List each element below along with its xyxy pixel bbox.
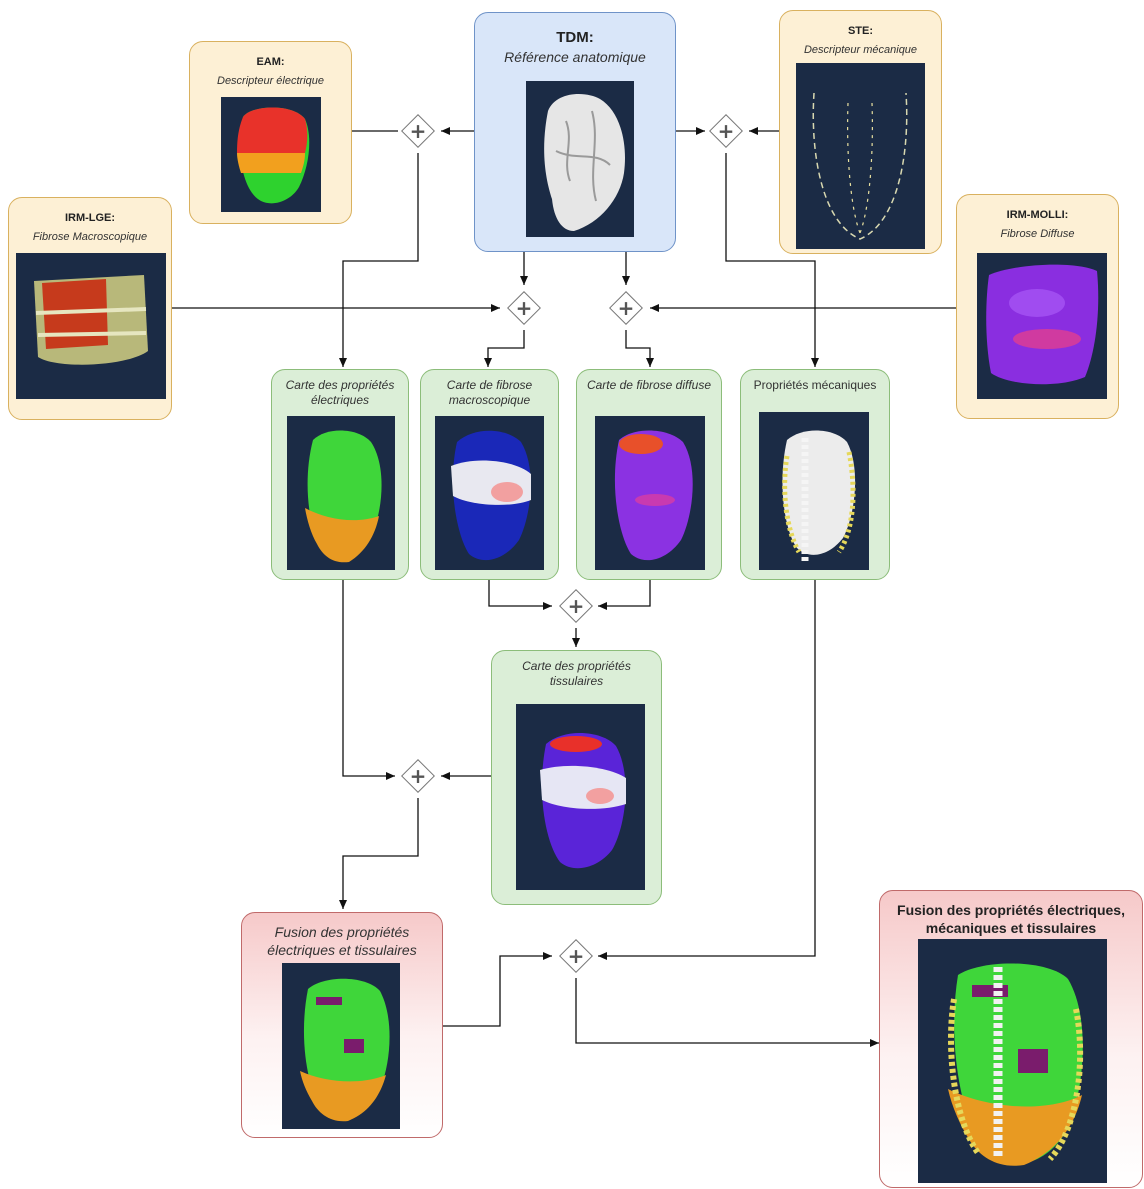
irm-molli-image [977,253,1107,399]
arrow-plus4-to-fibrose-diffuse [625,330,654,367]
ste-contour-image [796,63,925,249]
node-fusion-elec-tissu-label: Fusion des propriétés électriques et tis… [267,924,417,958]
carte-tissulaire-image [516,704,645,890]
eam-heart-image [221,97,321,212]
arrow-macro-to-plus5 [488,580,552,610]
node-carte-electrique-label: Carte des propriétés électriques [285,378,395,407]
arrow-plus1-to-carte-elec [339,153,419,367]
node-carte-fibrose-macro-label: Carte de fibrose macroscopique [446,378,533,407]
node-carte-fibrose-diffuse-label: Carte de fibrose diffuse [586,378,712,392]
node-carte-tissulaire-label: Carte des propriétés tissulaires [522,659,631,688]
node-carte-tissulaire: Carte des propriétés tissulaires [491,650,662,905]
carte-fibrose-diffuse-image [595,416,705,570]
node-proprietes-mecaniques-label: Propriétés mécaniques [753,378,877,392]
irm-lge-image [16,253,166,399]
node-tdm: TDM: Référence anatomique [474,12,676,252]
node-carte-electrique: Carte des propriétés électriques [271,369,409,580]
node-tdm-title: TDM: [556,29,594,46]
node-carte-fibrose-macro: Carte de fibrose macroscopique [420,369,559,580]
proprietes-mecaniques-image [759,412,869,570]
arrow-plus6-to-fusion1 [339,798,419,909]
node-eam-title: EAM: [256,56,285,68]
fusion-elec-tissu-image [282,963,400,1129]
node-eam: EAM: Descripteur électrique [189,41,352,224]
node-fusion-elec-tissu: Fusion des propriétés électriques et tis… [241,912,443,1138]
node-irm-molli-title: IRM-MOLLI: [1006,209,1069,221]
arrow-elec-to-plus6 [342,580,395,780]
node-proprietes-mecaniques: Propriétés mécaniques [740,369,890,580]
node-irm-lge-title: IRM-LGE: [64,212,116,224]
node-fusion-finale-label: Fusion des propriétés électriques, mécan… [897,902,1125,936]
node-ste-title: STE: [847,25,874,37]
carte-fibrose-macro-image [435,416,544,570]
carte-electrique-image [287,416,395,570]
node-irm-lge-subtitle: Fibrose Macroscopique [32,231,148,243]
node-irm-molli-subtitle: Fibrose Diffuse [1000,228,1075,240]
node-irm-lge: IRM-LGE: Fibrose Macroscopique [8,197,172,420]
arrow-plus2-to-meca [725,153,819,367]
node-ste: STE: Descripteur mécanique [779,10,942,254]
arrow-diffuse-to-plus5 [598,580,651,610]
arrow-plus3-to-fibrose-macro [484,330,525,367]
node-fusion-finale: Fusion des propriétés électriques, mécan… [879,890,1143,1188]
fusion-finale-image [918,939,1107,1183]
node-tdm-subtitle: Référence anatomique [504,49,646,65]
node-carte-fibrose-diffuse: Carte de fibrose diffuse [576,369,722,580]
arrow-meca-to-plus7 [598,580,816,960]
arrow-plus7-to-final [575,978,879,1047]
node-eam-subtitle: Descripteur électrique [217,75,324,87]
arrow-fusion1-to-plus7 [443,952,552,1027]
node-ste-subtitle: Descripteur mécanique [803,44,918,56]
node-irm-molli: IRM-MOLLI: Fibrose Diffuse [956,194,1119,419]
tdm-heart-image [526,81,634,237]
